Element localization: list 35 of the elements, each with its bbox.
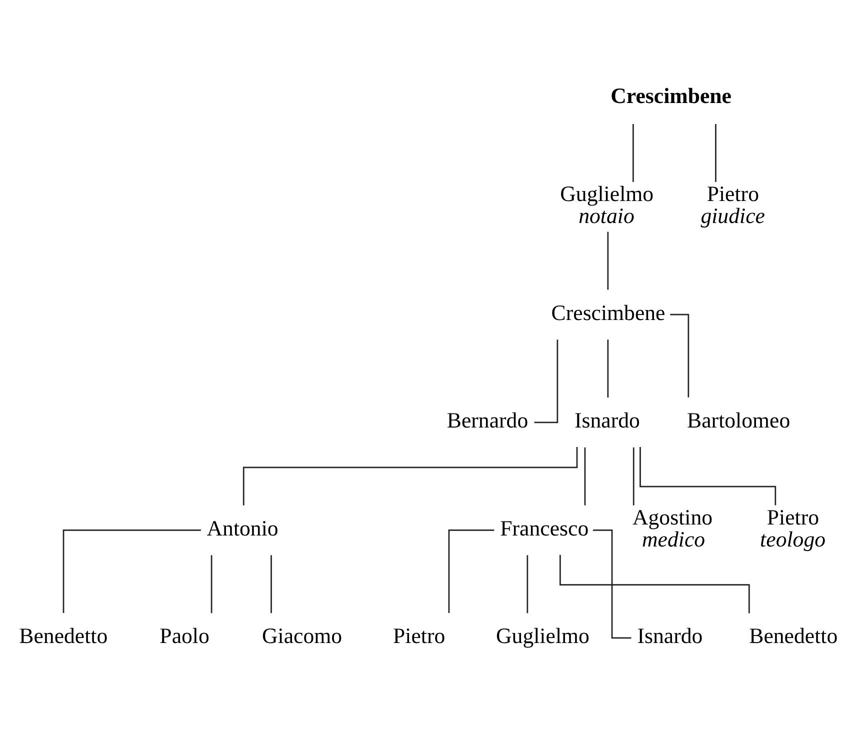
connector [715,124,716,182]
connector [584,446,586,505]
connector [632,446,634,505]
node-text: Agostino medico [632,504,713,551]
connector [210,554,212,613]
node-text: Isnardo [637,624,703,648]
connector [607,231,609,290]
connector [607,339,609,398]
node-text: Antonio [206,516,278,540]
node-text: Crescimbene [551,300,666,324]
connector [448,529,494,612]
node-text: Benedetto [19,624,108,648]
node-text: Pietro giudice [700,182,765,228]
node-text: Crescimbene [610,83,732,108]
node-text: Benedetto [749,624,838,648]
connector [270,554,272,613]
node-text: Paolo [160,624,210,648]
connector [640,446,776,505]
connector [632,124,634,182]
connector [670,313,690,397]
connector [534,339,558,423]
node-text: Isnardo [574,408,640,432]
connector [559,554,750,613]
node-text: Pietro teologo [760,504,826,551]
connector [526,554,528,613]
node-text: Bernardo [446,408,528,432]
node-text: Bartolomeo [687,408,790,432]
node-text: Guglielmo notaio [560,182,654,228]
node-text: Giacomo [262,624,342,648]
node-text: Guglielmo [496,624,590,648]
connector [242,446,578,505]
node-text: Pietro [393,624,446,648]
node-text: Francesco [500,516,589,540]
connector [62,529,201,612]
connector [593,529,632,638]
